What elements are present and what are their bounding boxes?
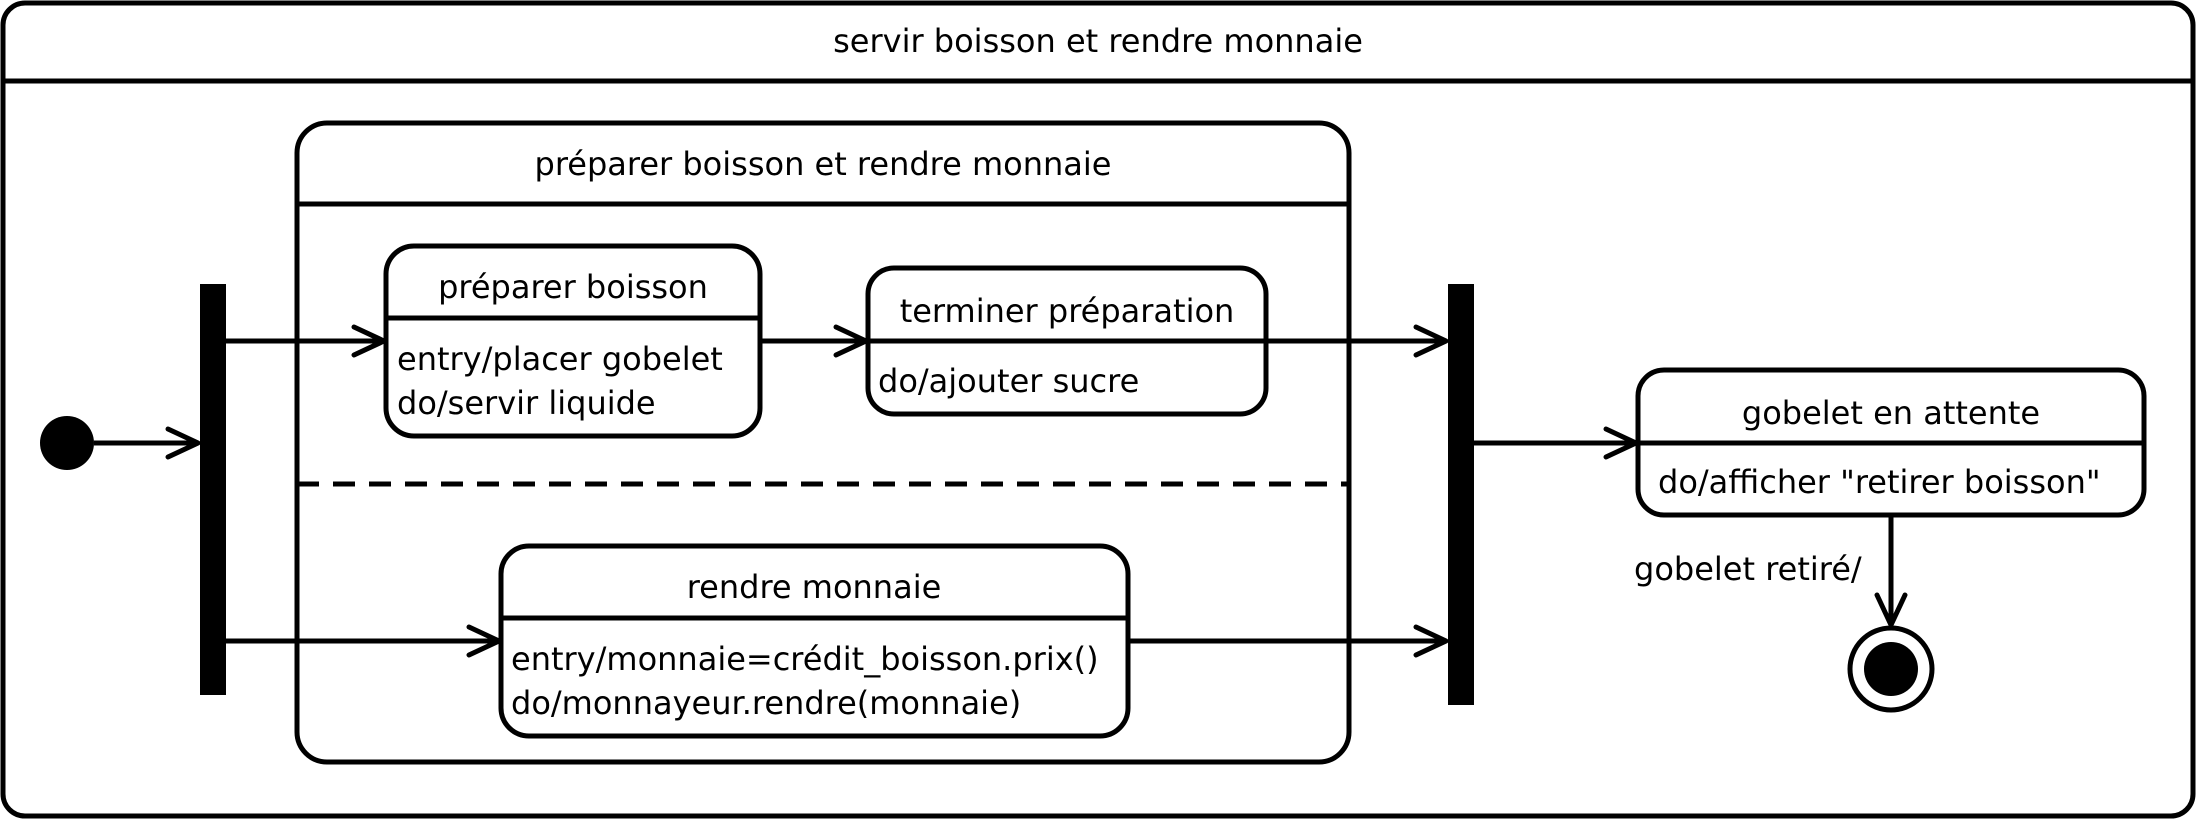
arrowhead: [1413, 624, 1449, 658]
final-state-dot: [1864, 642, 1918, 696]
transition-gobelet-retire-label: gobelet retiré/: [1634, 550, 1862, 588]
arrowhead: [351, 324, 387, 358]
state-terminer-preparation: terminer préparation do/ajouter sucre: [865, 265, 1269, 417]
state-gobelet-en-attente: gobelet en attente do/afficher "retirer …: [1635, 367, 2147, 518]
join-bar: [1448, 284, 1474, 705]
state-terminer-preparation-do: do/ajouter sucre: [878, 362, 1139, 400]
arrowhead: [1603, 426, 1639, 460]
transition-fork-to-rendre-monnaie: [226, 624, 502, 658]
composite-state-title: préparer boisson et rendre monnaie: [535, 145, 1112, 183]
arrowhead: [466, 624, 502, 658]
transition-gobelet-retire: gobelet retiré/: [1634, 515, 1908, 628]
transition-join-to-gobelet-en-attente: [1474, 426, 1639, 460]
initial-state: [40, 416, 94, 470]
state-terminer-preparation-title: terminer préparation: [900, 292, 1235, 330]
state-preparer-boisson-title: préparer boisson: [438, 268, 708, 306]
transition-fork-to-preparer-boisson: [226, 324, 387, 358]
state-rendre-monnaie: rendre monnaie entry/monnaie=crédit_bois…: [498, 543, 1131, 739]
outer-state-title: servir boisson et rendre monnaie: [833, 22, 1363, 60]
arrowhead: [1413, 324, 1449, 358]
arrowhead: [165, 426, 201, 460]
arrowhead: [833, 324, 869, 358]
state-gobelet-en-attente-do: do/afficher "retirer boisson": [1658, 463, 2101, 501]
state-preparer-boisson-entry: entry/placer gobelet: [397, 340, 723, 378]
state-rendre-monnaie-do: do/monnayeur.rendre(monnaie): [511, 684, 1021, 722]
state-gobelet-en-attente-title: gobelet en attente: [1742, 394, 2040, 432]
state-rendre-monnaie-title: rendre monnaie: [687, 568, 942, 606]
transition-rendre-monnaie-to-join: [1128, 624, 1449, 658]
transition-initial-to-fork: [94, 426, 201, 460]
final-state: [1847, 625, 1935, 713]
state-rendre-monnaie-entry: entry/monnaie=crédit_boisson.prix(): [511, 640, 1099, 678]
state-preparer-boisson-do: do/servir liquide: [397, 384, 656, 422]
state-preparer-boisson: préparer boisson entry/placer gobelet do…: [383, 243, 763, 439]
fork-bar: [200, 284, 226, 695]
transition-preparer-to-terminer: [760, 324, 869, 358]
arrowhead: [1874, 592, 1908, 628]
transition-terminer-to-join: [1266, 324, 1449, 358]
